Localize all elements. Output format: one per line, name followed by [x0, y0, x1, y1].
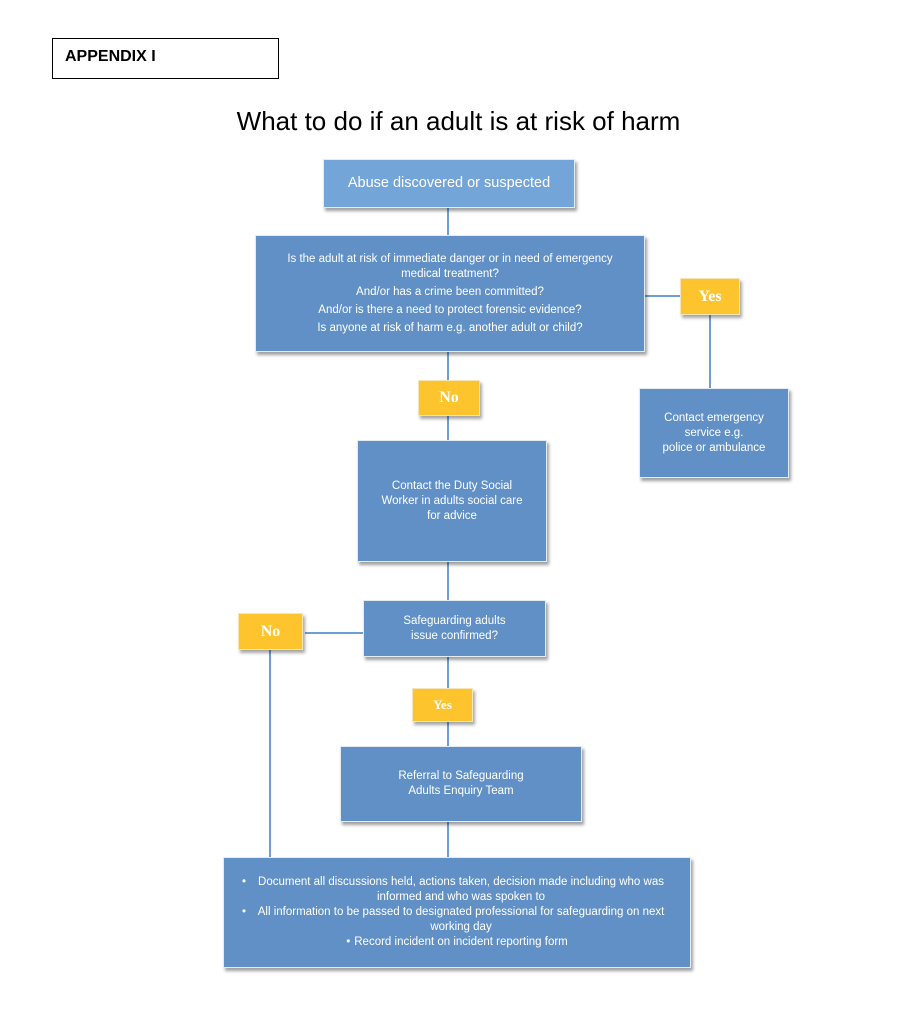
- document-bullet-3: • Record incident on incident reporting …: [346, 936, 568, 948]
- question-line-4: Is anyone at risk of harm e.g. another a…: [317, 321, 583, 334]
- document-bullet-2: • All information to be passed to design…: [242, 905, 672, 935]
- confirmed-box: Safeguarding adults issue confirmed?: [363, 600, 546, 657]
- emergency-line-1: Contact emergency: [664, 411, 764, 424]
- document-bullet-text-2: All information to be passed to designat…: [257, 906, 665, 933]
- start-label: Abuse discovered or suspected: [347, 175, 551, 191]
- document-bullet-1: • Document all discussions held, actions…: [242, 875, 672, 905]
- question-line-3: And/or is there a need to protect forens…: [318, 303, 582, 316]
- page-title: What to do if an adult is at risk of har…: [236, 106, 681, 136]
- question-box: Is the adult at risk of immediate danger…: [255, 235, 645, 352]
- yes-emergency-tag: Yes: [680, 278, 740, 315]
- document-box: • Document all discussions held, actions…: [223, 857, 691, 968]
- start-box: Abuse discovered or suspected: [323, 159, 575, 208]
- duty-line-2: Worker in adults social care: [381, 494, 523, 507]
- duty-line-3: for advice: [427, 509, 477, 522]
- yes-referral-tag: Yes: [412, 688, 473, 722]
- emergency-line-2: service e.g.: [684, 426, 744, 439]
- confirmed-line-1: Safeguarding adults: [403, 614, 506, 627]
- confirmed-line-2: issue confirmed?: [411, 629, 498, 642]
- document-bullet-text-1: Document all discussions held, actions t…: [258, 876, 664, 903]
- emergency-box: Contact emergency service e.g. police or…: [639, 388, 789, 478]
- duty-line-1: Contact the Duty Social: [391, 479, 513, 492]
- question-line-2: And/or has a crime been committed?: [356, 285, 544, 298]
- appendix-label: APPENDIX I: [52, 38, 279, 79]
- no-duty-tag: No: [418, 380, 480, 416]
- referral-box: Referral to Safeguarding Adults Enquiry …: [340, 746, 582, 822]
- no-confirmed-tag: No: [238, 613, 303, 650]
- document-bullet-text-3: Record incident on incident reporting fo…: [354, 936, 568, 948]
- question-line-1: Is the adult at risk of immediate danger…: [287, 252, 613, 280]
- referral-line-1: Referral to Safeguarding: [398, 770, 524, 782]
- duty-worker-box: Contact the Duty Social Worker in adults…: [357, 440, 547, 562]
- referral-line-2: Adults Enquiry Team: [408, 785, 514, 797]
- emergency-line-3: police or ambulance: [662, 441, 766, 454]
